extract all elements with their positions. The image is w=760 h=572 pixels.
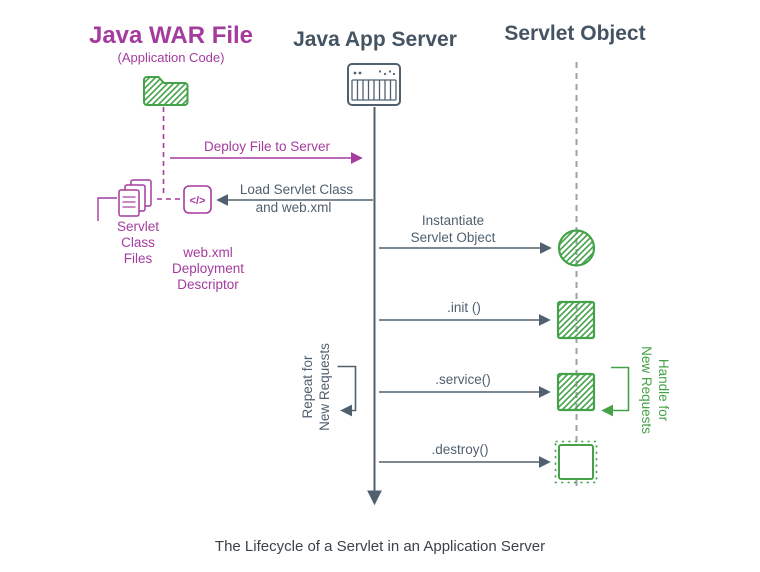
servlet-service-square bbox=[556, 372, 596, 412]
handle-annotation: Handle for New Requests bbox=[636, 330, 672, 450]
war-file-title: Java WAR File bbox=[88, 22, 254, 49]
load-label-line1: Load Servlet Class bbox=[239, 182, 354, 197]
webxml-label: web.xml Deployment Descriptor bbox=[158, 245, 258, 293]
servlet-init-square bbox=[556, 300, 596, 340]
webxml-line2: Deployment bbox=[171, 261, 245, 276]
servlet-instance-circle bbox=[557, 229, 596, 267]
load-label-line2: and web.xml bbox=[255, 200, 332, 215]
webxml-line3: Descriptor bbox=[177, 277, 239, 292]
war-folder-icon bbox=[143, 76, 189, 106]
servlet-class-files-line3: Files bbox=[123, 251, 153, 266]
servlet-destroy-square bbox=[554, 440, 598, 484]
app-server-icon bbox=[347, 63, 401, 106]
code-icon-text: </> bbox=[190, 195, 206, 207]
servlet-class-files-icon bbox=[118, 179, 152, 217]
init-label: .init () bbox=[447, 300, 481, 315]
war-file-lifeline bbox=[97, 107, 183, 221]
handle-line2: New Requests bbox=[639, 346, 654, 434]
handle-bracket-arrow bbox=[601, 366, 630, 417]
servlet-class-files-line2: Class bbox=[121, 235, 155, 250]
servlet-class-files-label: Servlet Class Files bbox=[103, 219, 173, 267]
repeat-line1: Repeat for bbox=[300, 355, 315, 419]
webxml-code-icon: </> bbox=[183, 185, 212, 214]
instantiate-label-line1: Instantiate bbox=[421, 213, 485, 228]
app-server-title: Java App Server bbox=[293, 28, 457, 51]
servlet-object-title: Servlet Object bbox=[504, 22, 646, 45]
servlet-class-files-line1: Servlet bbox=[116, 219, 160, 234]
service-label: .service() bbox=[435, 372, 491, 387]
repeat-line2: New Requests bbox=[317, 343, 332, 431]
repeat-bracket-arrow bbox=[337, 365, 357, 417]
handle-line1: Handle for bbox=[656, 358, 671, 422]
instantiate-label-line2: Servlet Object bbox=[410, 230, 496, 245]
repeat-annotation: Repeat for New Requests bbox=[299, 327, 335, 447]
deploy-label: Deploy File to Server bbox=[203, 139, 331, 154]
war-file-subtitle: (Application Code) bbox=[117, 50, 225, 65]
diagram-caption: The Lifecycle of a Servlet in an Applica… bbox=[214, 538, 546, 555]
webxml-line1: web.xml bbox=[183, 245, 233, 260]
destroy-label: .destroy() bbox=[431, 442, 489, 457]
